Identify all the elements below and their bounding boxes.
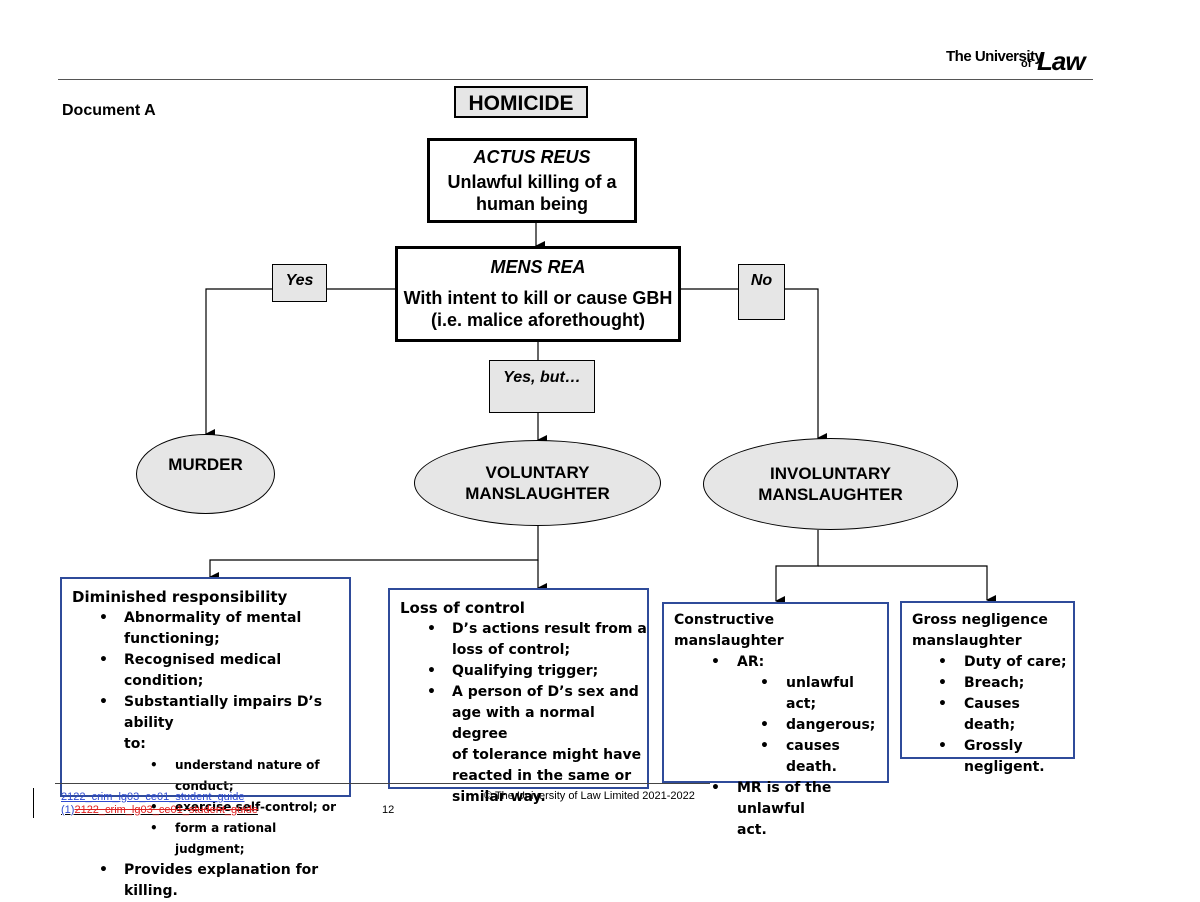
loss-of-control-card: Loss of control •D’s actions result from… <box>388 588 649 805</box>
list-item-continued: to: <box>124 736 146 752</box>
list-item-continued: act. <box>737 822 767 838</box>
voluntary-label-2: MANSLAUGHTER <box>465 484 610 503</box>
list-item: •Substantially impairs D’s ability <box>99 694 323 731</box>
document-label: Document A <box>62 102 156 119</box>
list-item-continued: reacted in the same or <box>452 768 632 784</box>
involuntary-label-2: MANSLAUGHTER <box>758 485 903 504</box>
header-divider <box>58 79 1093 80</box>
logo-text-the-university: The University <box>946 48 1043 65</box>
gross-title-2: manslaughter <box>912 633 1022 649</box>
actus-reus-box: ACTUS REUS Unlawful killing of a human b… <box>427 138 637 223</box>
arrow-no-to-involuntary <box>680 288 827 443</box>
involuntary-label-1: INVOLUNTARY <box>770 464 891 483</box>
voluntary-branch <box>209 524 539 582</box>
copyright-text: © The University of Law Limited 2021-202… <box>484 790 695 802</box>
list-item: •Qualifying trigger; <box>427 663 599 679</box>
list-item-continued: of tolerance might have <box>452 747 642 763</box>
list-item-continued: functioning; <box>124 631 220 647</box>
change-bar <box>33 788 34 818</box>
diminished-title: Diminished responsibility <box>72 588 288 606</box>
list-item: •Duty of care; <box>938 654 1067 670</box>
actus-reus-line1: Unlawful killing of a <box>447 172 617 192</box>
sub-list-item: •dangerous; <box>760 717 876 733</box>
voluntary-manslaughter-ellipse: VOLUNTARY MANSLAUGHTER <box>414 440 661 526</box>
list-item: •Abnormality of mental <box>99 610 302 626</box>
footer-link-2-prefix: (1) <box>61 804 75 816</box>
list-item: •Breach; <box>938 675 1025 691</box>
gross-title-1: Gross negligence <box>912 612 1048 628</box>
murder-ellipse: MURDER <box>136 434 275 514</box>
sub-list-item: •form a rational judgment; <box>150 821 277 856</box>
footer-divider <box>55 783 710 784</box>
no-label: No <box>738 264 785 320</box>
logo-text-of: of <box>1021 58 1032 70</box>
mens-rea-line2: (i.e. malice aforethought) <box>430 310 646 330</box>
homicide-title: HOMICIDE <box>454 86 588 118</box>
footer-link-1[interactable]: 2122_crim_lg03_ce01_student_guide <box>61 791 245 803</box>
list-item: •AR: <box>711 654 765 670</box>
sub-list-item: •causes death. <box>760 738 840 775</box>
actus-reus-heading: ACTUS REUS <box>473 147 591 167</box>
list-item: •A person of D’s sex and <box>427 684 639 700</box>
arrow-to-gross-negligence <box>818 565 996 605</box>
arrow-yes-to-murder <box>205 288 397 439</box>
list-item: •Causes death; <box>938 696 1020 733</box>
footer-link-2[interactable]: (1)2122_crim_lg03_ce01_student_guide <box>61 804 258 816</box>
sub-list-item: •understand nature of conduct; <box>150 758 320 793</box>
loss-of-control-title: Loss of control <box>400 599 525 617</box>
murder-label: MURDER <box>168 455 243 474</box>
list-item: •D’s actions result from a <box>427 621 647 637</box>
involuntary-branch <box>775 530 819 606</box>
involuntary-manslaughter-ellipse: INVOLUNTARY MANSLAUGHTER <box>703 438 958 530</box>
yes-but-label: Yes, but… <box>489 360 595 413</box>
mens-rea-line1: With intent to kill or cause GBH <box>403 288 673 308</box>
constructive-manslaughter-card: Constructive manslaughter •AR: •unlawful… <box>662 602 889 838</box>
voluntary-label-1: VOLUNTARY <box>485 463 590 482</box>
list-item-continued: age with a normal degree <box>452 705 595 742</box>
mens-rea-box: MENS REA With intent to kill or cause GB… <box>395 246 681 342</box>
list-item: •MR is of the unlawful <box>711 780 832 817</box>
footer-link-2-text: 2122_crim_lg03_ce01_student_guide <box>74 804 258 816</box>
sub-list-item: •exercise self-control; or <box>150 800 337 814</box>
list-item: •Grossly <box>938 738 1023 754</box>
diminished-responsibility-card: Diminished responsibility •Abnormality o… <box>60 577 351 899</box>
gross-negligence-card: Gross negligence manslaughter •Duty of c… <box>900 601 1075 775</box>
actus-reus-line2: human being <box>476 194 588 214</box>
list-item-continued: negligent. <box>964 759 1045 775</box>
list-item-continued: similar way. <box>452 789 546 805</box>
sub-list-item: •unlawful act; <box>760 675 854 712</box>
constructive-title: Constructive manslaughter <box>674 612 784 649</box>
list-item: •Provides explanation for killing. <box>99 862 319 899</box>
connector-lines <box>205 222 996 606</box>
university-of-law-logo: The University of Law <box>940 46 1095 76</box>
page-number: 12 <box>382 804 395 816</box>
list-item: •Recognised medical condition; <box>99 652 282 689</box>
yes-label: Yes <box>272 264 327 302</box>
list-item-continued: loss of control; <box>452 642 571 658</box>
logo-text-law: Law <box>1037 46 1086 76</box>
mens-rea-heading: MENS REA <box>490 257 586 277</box>
